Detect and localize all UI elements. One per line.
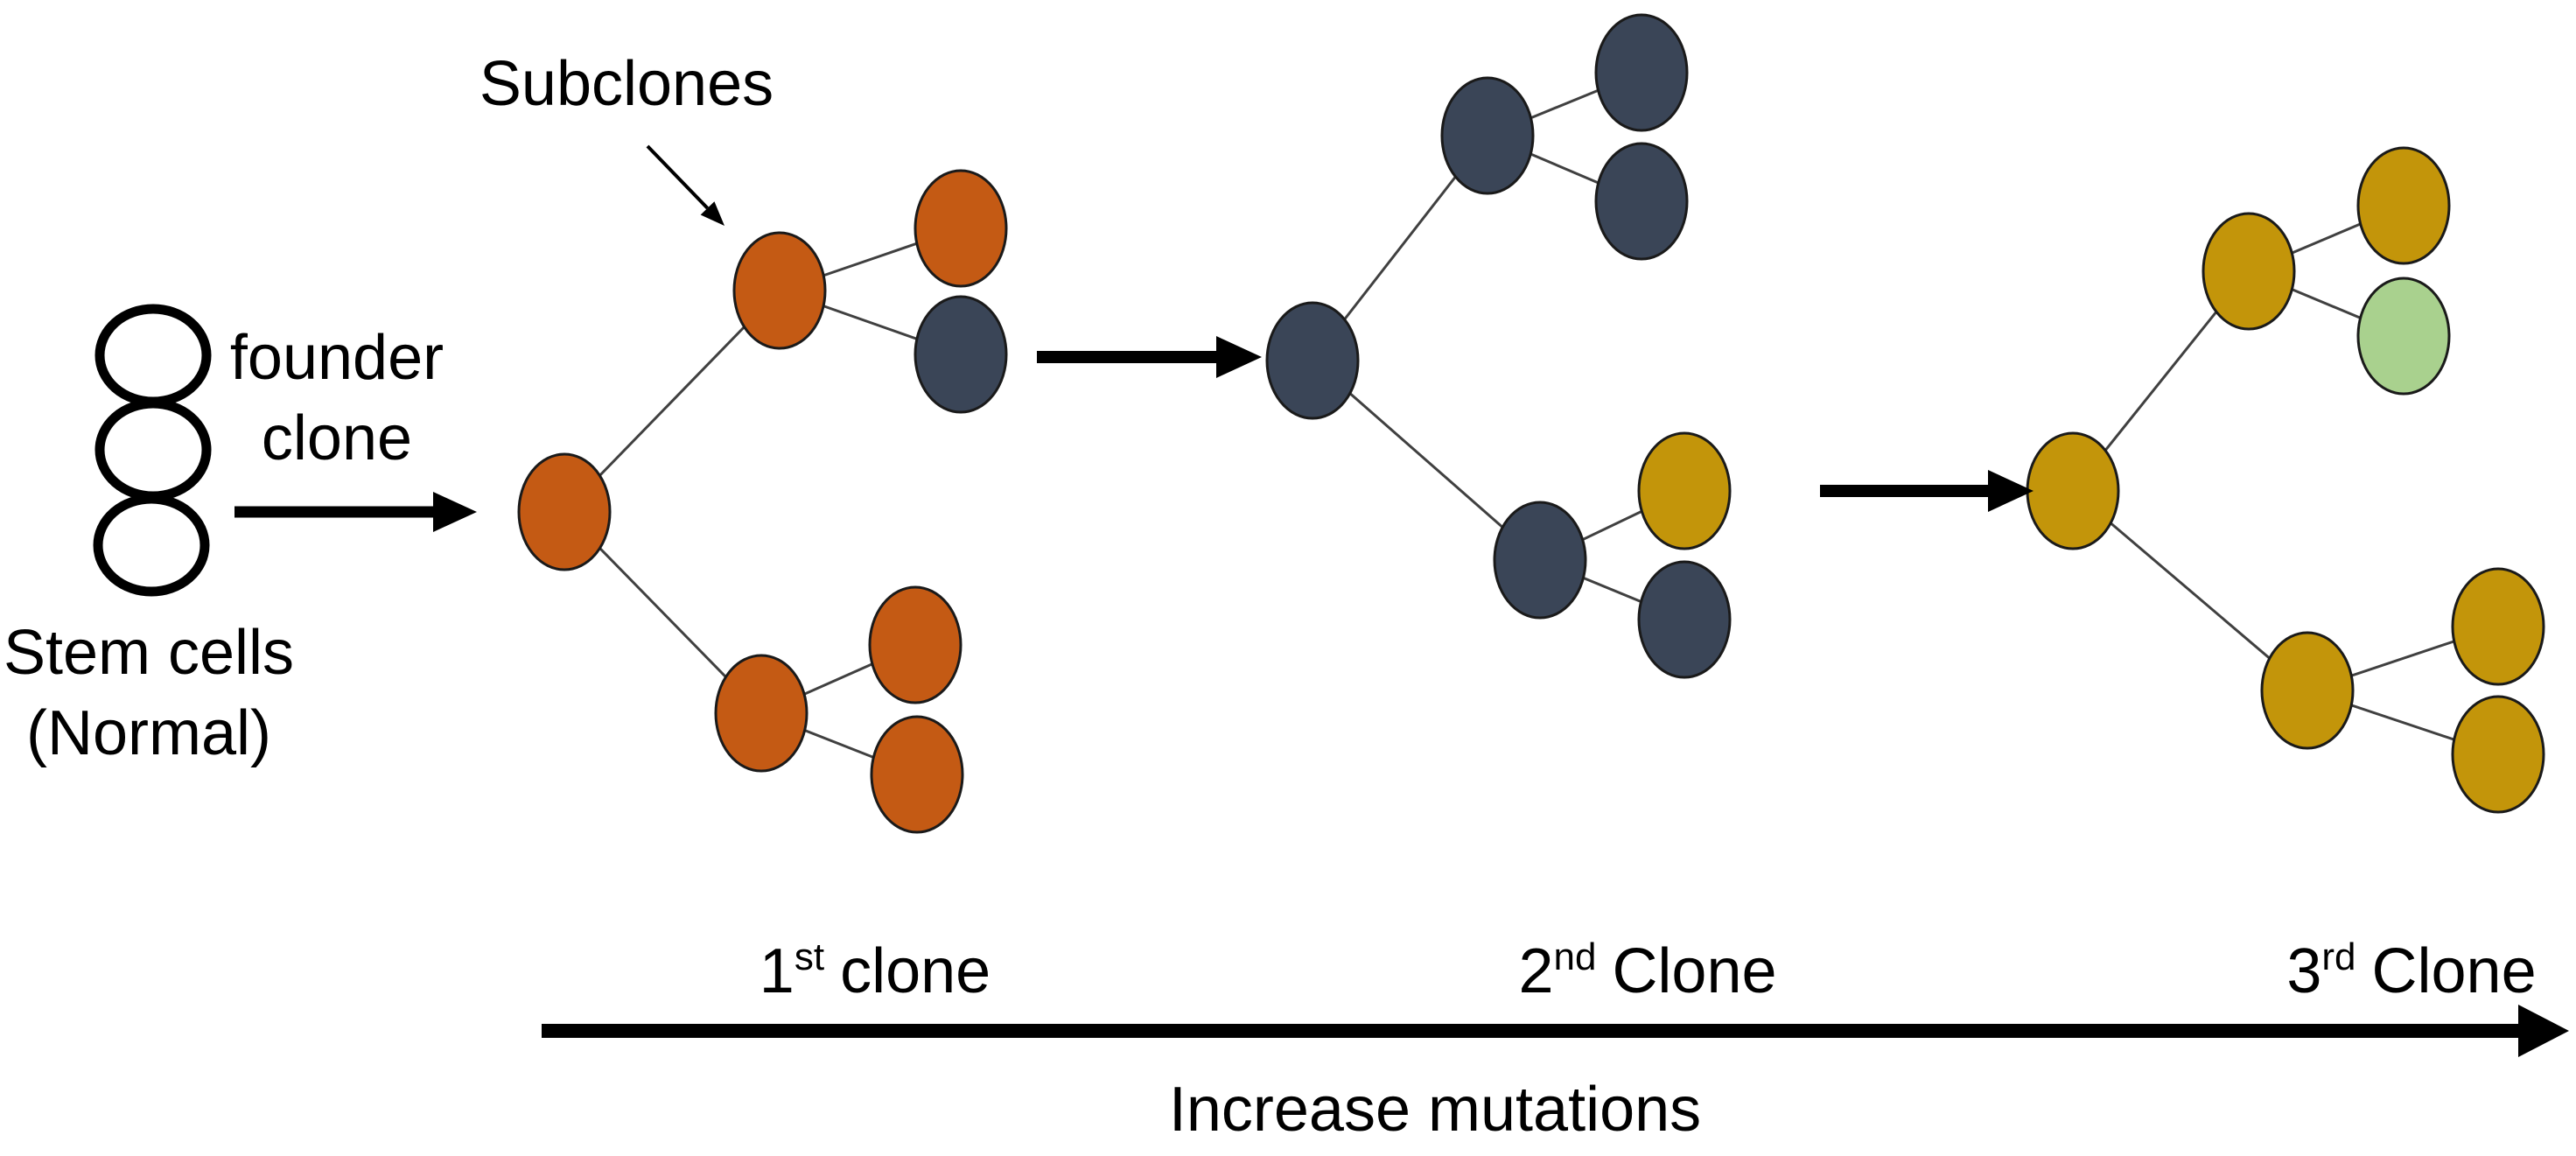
subclones-pointer-arrow bbox=[646, 144, 724, 226]
subclones-label: Subclones bbox=[480, 53, 774, 116]
increase-mutations-text: Increase mutations bbox=[1168, 1075, 1702, 1145]
clone1-leaf-orange-2 bbox=[868, 585, 962, 704]
clone1-leaf-orange bbox=[914, 169, 1008, 288]
first-clone-number: 1 bbox=[759, 936, 794, 1006]
clone3-founder-node bbox=[2026, 431, 2120, 550]
clone1-leaf-orange-3 bbox=[870, 715, 964, 834]
founder-clone-label-line1: founder bbox=[229, 322, 444, 393]
second-clone-label: 2nd Clone bbox=[1518, 938, 1776, 1004]
third-clone-ordinal-suffix: rd bbox=[2321, 935, 2356, 978]
mutation-timeline-arrow bbox=[542, 1005, 2569, 1057]
stem-cell-1 bbox=[94, 304, 212, 407]
clone2-subclone-bottom bbox=[1493, 501, 1587, 620]
subclones-pointer-arrow-shaft bbox=[646, 144, 709, 210]
stem-cells-label: Stem cells (Normal) bbox=[4, 613, 294, 774]
clone2-leaf-gold bbox=[1637, 431, 1732, 550]
clone2-leaf-navy bbox=[1594, 13, 1689, 132]
third-clone-label: 3rd Clone bbox=[2286, 938, 2536, 1004]
stem-cell-2 bbox=[94, 398, 212, 501]
clone2-founder-node bbox=[1265, 301, 1360, 420]
progression-arrow-1 bbox=[1037, 336, 1262, 378]
clone3-subclone-bottom bbox=[2260, 631, 2355, 750]
increase-mutations-label: Increase mutations bbox=[1169, 1078, 1701, 1141]
founder-clone-label-line2: clone bbox=[261, 403, 413, 473]
second-clone-word: Clone bbox=[1612, 936, 1777, 1006]
clone3-subclone-top bbox=[2202, 212, 2296, 331]
clone2-leaf-navy-3 bbox=[1637, 560, 1732, 679]
progression-arrow-1-head bbox=[1216, 336, 1262, 378]
stem-cell-3 bbox=[93, 494, 210, 597]
founder-clone-arrow-head bbox=[433, 492, 477, 532]
progression-arrow-2 bbox=[1820, 470, 2034, 512]
third-clone-word: Clone bbox=[2371, 936, 2537, 1006]
clone3-leaf-gold bbox=[2356, 146, 2451, 265]
founder-clone-label: founder clone bbox=[230, 318, 444, 479]
clone3-leaf-green bbox=[2356, 277, 2451, 396]
clone3-leaf-gold-3 bbox=[2451, 695, 2545, 814]
clone2-leaf-navy-2 bbox=[1594, 142, 1689, 261]
clone1-leaf-navy bbox=[914, 295, 1008, 414]
first-clone-ordinal-suffix: st bbox=[794, 935, 825, 978]
second-clone-number: 2 bbox=[1518, 936, 1554, 1006]
clone2-subclone-top bbox=[1440, 76, 1535, 195]
third-clone-number: 3 bbox=[2286, 936, 2322, 1006]
lineage-edge bbox=[2072, 489, 2308, 692]
founder-clone-node bbox=[517, 452, 612, 571]
clone3-leaf-gold-2 bbox=[2451, 567, 2545, 686]
first-clone-word: clone bbox=[840, 936, 991, 1006]
subclones-pointer-arrow-head bbox=[700, 201, 724, 226]
progression-arrow-2-head bbox=[1988, 470, 2034, 512]
mutation-timeline-arrow-head bbox=[2518, 1005, 2569, 1057]
subclones-label-text: Subclones bbox=[479, 49, 774, 119]
clone1-subclone-top bbox=[732, 231, 827, 350]
clone1-subclone-bottom bbox=[714, 654, 808, 773]
second-clone-ordinal-suffix: nd bbox=[1553, 935, 1597, 978]
founder-clone-arrow bbox=[234, 492, 477, 532]
stem-cells-label-line2: (Normal) bbox=[26, 698, 271, 768]
stem-cells-label-line1: Stem cells bbox=[3, 617, 295, 688]
